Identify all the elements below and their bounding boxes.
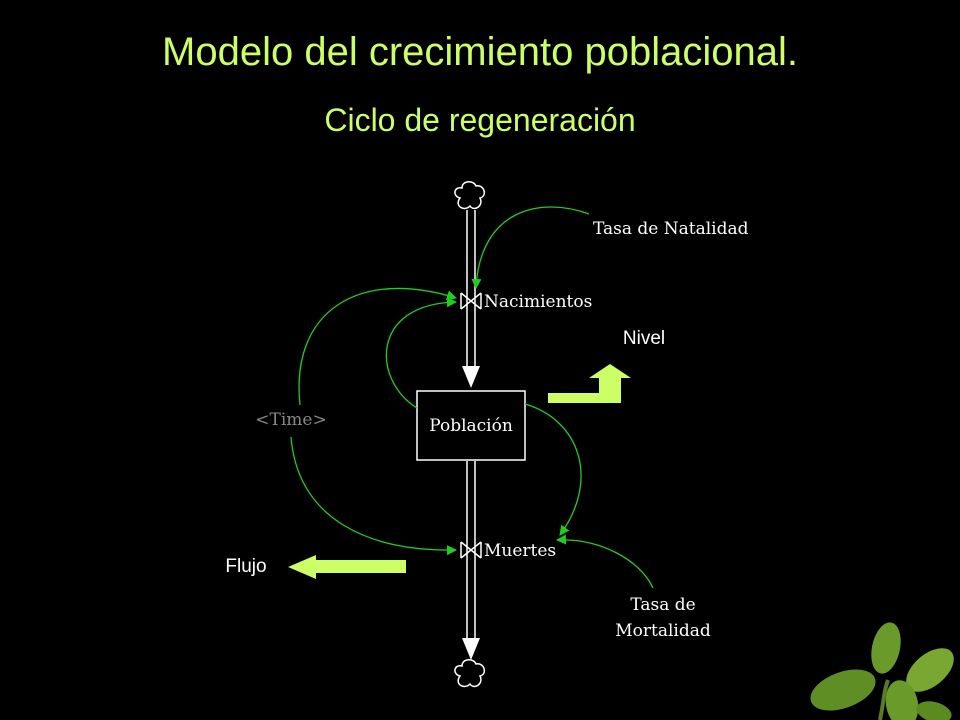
connector-population-to-births	[385, 297, 457, 409]
stock-box	[416, 390, 526, 461]
connector-deathrate-to-deaths	[556, 534, 654, 589]
outflow-pipe	[462, 461, 480, 660]
inflow-pipe	[462, 210, 480, 388]
nivel-arrow-icon	[548, 364, 631, 403]
outflow-valve-icon	[460, 541, 482, 559]
connector-time-to-deaths	[290, 436, 457, 556]
flujo-label: Flujo	[225, 556, 266, 577]
slide-subtitle: Ciclo de regeneración	[324, 102, 636, 138]
death-rate-label-line2: Mortalidad	[615, 621, 711, 641]
inflow-label: Nacimientos	[484, 292, 592, 312]
connectors	[290, 206, 654, 589]
connector-population-to-deaths	[524, 403, 582, 536]
stock-label: Población	[429, 416, 513, 436]
nivel-label: Nivel	[623, 328, 665, 349]
birth-rate-label: Tasa de Natalidad	[593, 219, 749, 239]
seedling-decoration	[810, 622, 954, 720]
connector-time-to-births	[298, 287, 457, 406]
sink-cloud-icon	[454, 659, 486, 688]
death-rate-label-line1: Tasa de	[630, 595, 695, 615]
time-shadow-variable: <Time>	[255, 410, 326, 430]
flujo-arrow-icon	[288, 555, 406, 579]
source-cloud-icon	[454, 181, 486, 210]
slide-title: Modelo del crecimiento poblacional.	[162, 30, 798, 74]
connector-birthrate-to-births	[471, 206, 590, 289]
outflow-label: Muertes	[484, 541, 556, 561]
inflow-valve-icon	[460, 292, 482, 310]
